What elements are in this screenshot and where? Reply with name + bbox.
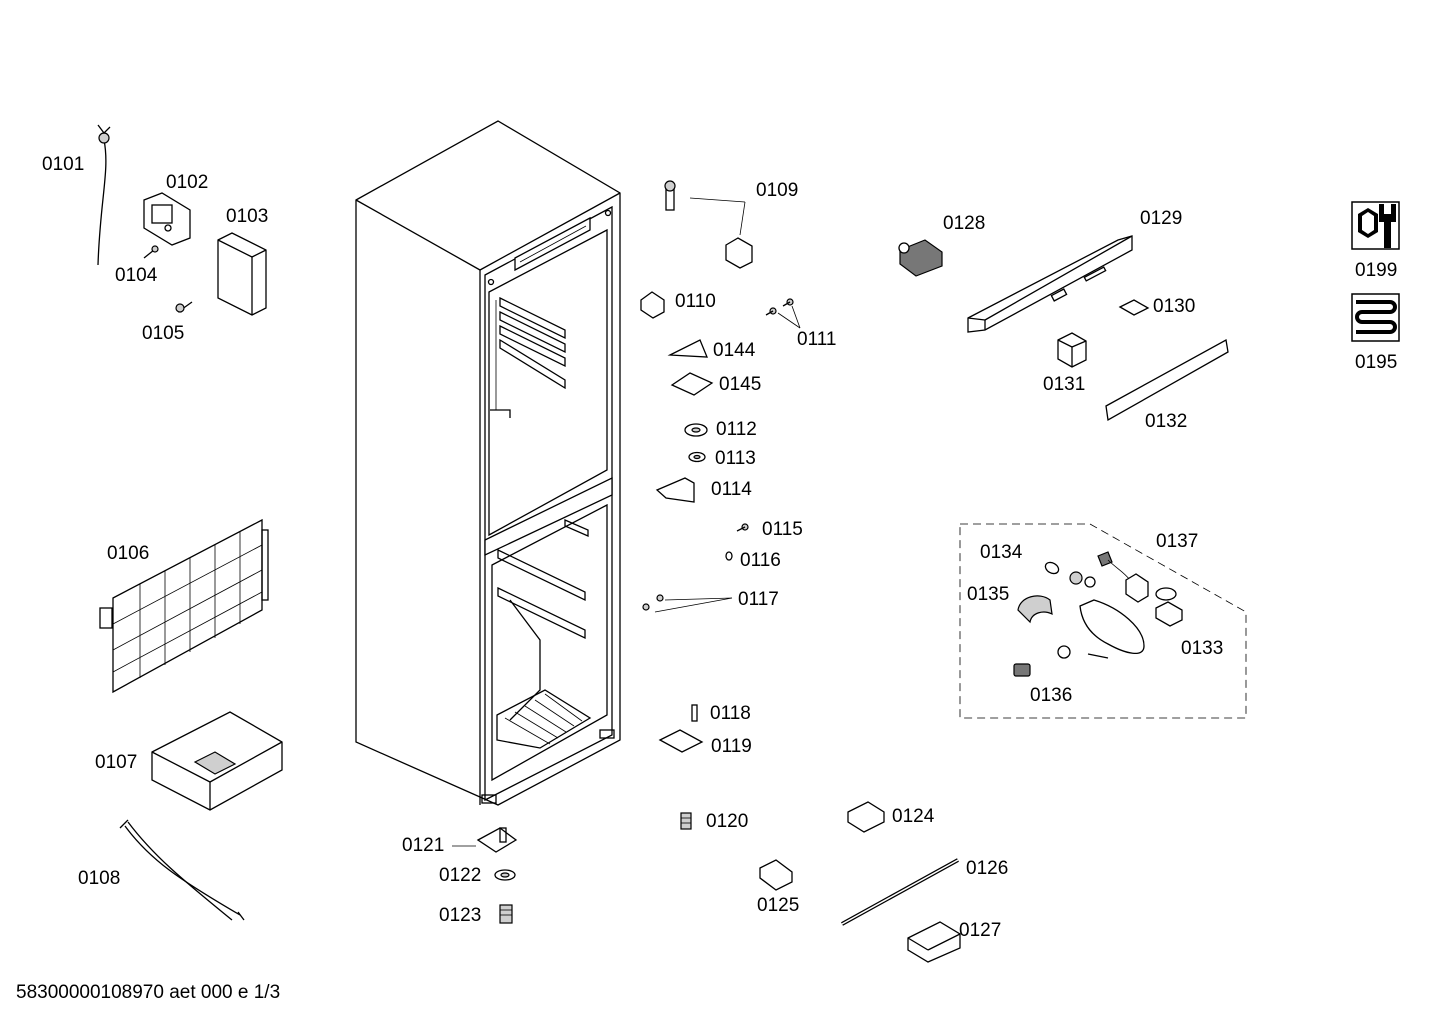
part-0108-wire-harness — [119, 819, 245, 921]
label-0137: 0137 — [1156, 531, 1199, 552]
label-0116: 0116 — [740, 550, 781, 571]
label-0126: 0126 — [966, 858, 1009, 879]
part-0132-strip — [1105, 338, 1229, 422]
part-0107-drip-tray — [151, 711, 283, 811]
part-0112-washer — [684, 423, 708, 437]
part-0113-washer — [688, 451, 706, 463]
label-0131: 0131 — [1043, 374, 1086, 395]
part-0145-cover — [670, 372, 714, 396]
part-0122-washer — [494, 869, 516, 881]
label-0129: 0129 — [1140, 208, 1183, 229]
label-0112: 0112 — [716, 419, 757, 440]
label-0111: 0111 — [797, 329, 837, 350]
fridge-cabinet — [355, 120, 621, 806]
label-0109: 0109 — [756, 180, 799, 201]
part-0102-bracket — [143, 192, 191, 246]
label-0101: 0101 — [42, 154, 85, 175]
label-0127: 0127 — [959, 920, 1002, 941]
label-0106: 0106 — [107, 543, 150, 564]
part-0106-condenser-grille — [99, 518, 269, 694]
part-0125-clip — [759, 859, 793, 891]
part-0101-power-cord — [97, 124, 111, 266]
label-0107: 0107 — [95, 752, 138, 773]
part-0120-foot — [680, 812, 692, 830]
label-0125: 0125 — [757, 895, 800, 916]
part-0117-screws — [642, 594, 733, 613]
part-0118-pin — [691, 704, 698, 722]
heating-coil-icon — [1351, 293, 1400, 342]
part-0124-cover — [847, 801, 885, 833]
label-0144: 0144 — [713, 340, 756, 361]
label-0117: 0117 — [738, 589, 779, 610]
wrench-nut-icon — [1351, 201, 1400, 250]
part-0129-control-panel — [967, 235, 1133, 333]
label-0104: 0104 — [115, 265, 158, 286]
label-0118: 0118 — [710, 703, 751, 724]
part-0105-screw — [175, 301, 193, 313]
label-0115: 0115 — [762, 519, 803, 540]
label-0135: 0135 — [967, 584, 1010, 605]
part-0119-hinge — [658, 729, 704, 753]
label-0132: 0132 — [1145, 411, 1188, 432]
part-0114-bracket — [655, 477, 695, 503]
label-0114: 0114 — [711, 479, 752, 500]
label-0120: 0120 — [706, 811, 749, 832]
label-0113: 0113 — [715, 448, 756, 469]
document-footer: 58300000108970 aet 000 e 1/3 — [16, 982, 281, 1003]
label-0136: 0136 — [1030, 685, 1073, 706]
part-0126-rod — [841, 858, 959, 926]
label-0110: 0110 — [675, 291, 716, 312]
part-0121-hinge — [452, 827, 518, 853]
part-0123-adjustable-foot — [499, 904, 513, 924]
part-0104-screw — [143, 245, 159, 259]
part-0103-cover — [217, 232, 267, 316]
label-0133: 0133 — [1181, 638, 1224, 659]
part-0115-screw — [736, 523, 749, 532]
label-0119: 0119 — [711, 736, 752, 757]
label-0123: 0123 — [439, 905, 482, 926]
part-0110-hinge — [640, 291, 665, 319]
part-0116-clip — [725, 551, 733, 561]
label-0121: 0121 — [402, 835, 445, 856]
part-0127-cover — [907, 921, 961, 963]
label-0124: 0124 — [892, 806, 935, 827]
label-0102: 0102 — [166, 172, 209, 193]
part-0109-hinge-pin — [664, 180, 753, 269]
part-0131-lamp-holder — [1057, 332, 1087, 368]
label-0195: 0195 — [1355, 352, 1398, 373]
label-0145: 0145 — [719, 374, 762, 395]
label-0199: 0199 — [1355, 260, 1398, 281]
part-0130-insert — [1118, 299, 1150, 316]
label-0130: 0130 — [1153, 296, 1196, 317]
part-0128-thermostat — [898, 239, 943, 277]
label-0103: 0103 — [226, 206, 269, 227]
label-0128: 0128 — [943, 213, 986, 234]
part-0137-lamp-assembly — [959, 523, 1247, 719]
part-0144-cover — [667, 339, 708, 358]
label-0105: 0105 — [142, 323, 185, 344]
label-0108: 0108 — [78, 868, 121, 889]
label-0134: 0134 — [980, 542, 1023, 563]
part-0111-screws — [765, 298, 801, 329]
label-0122: 0122 — [439, 865, 482, 886]
